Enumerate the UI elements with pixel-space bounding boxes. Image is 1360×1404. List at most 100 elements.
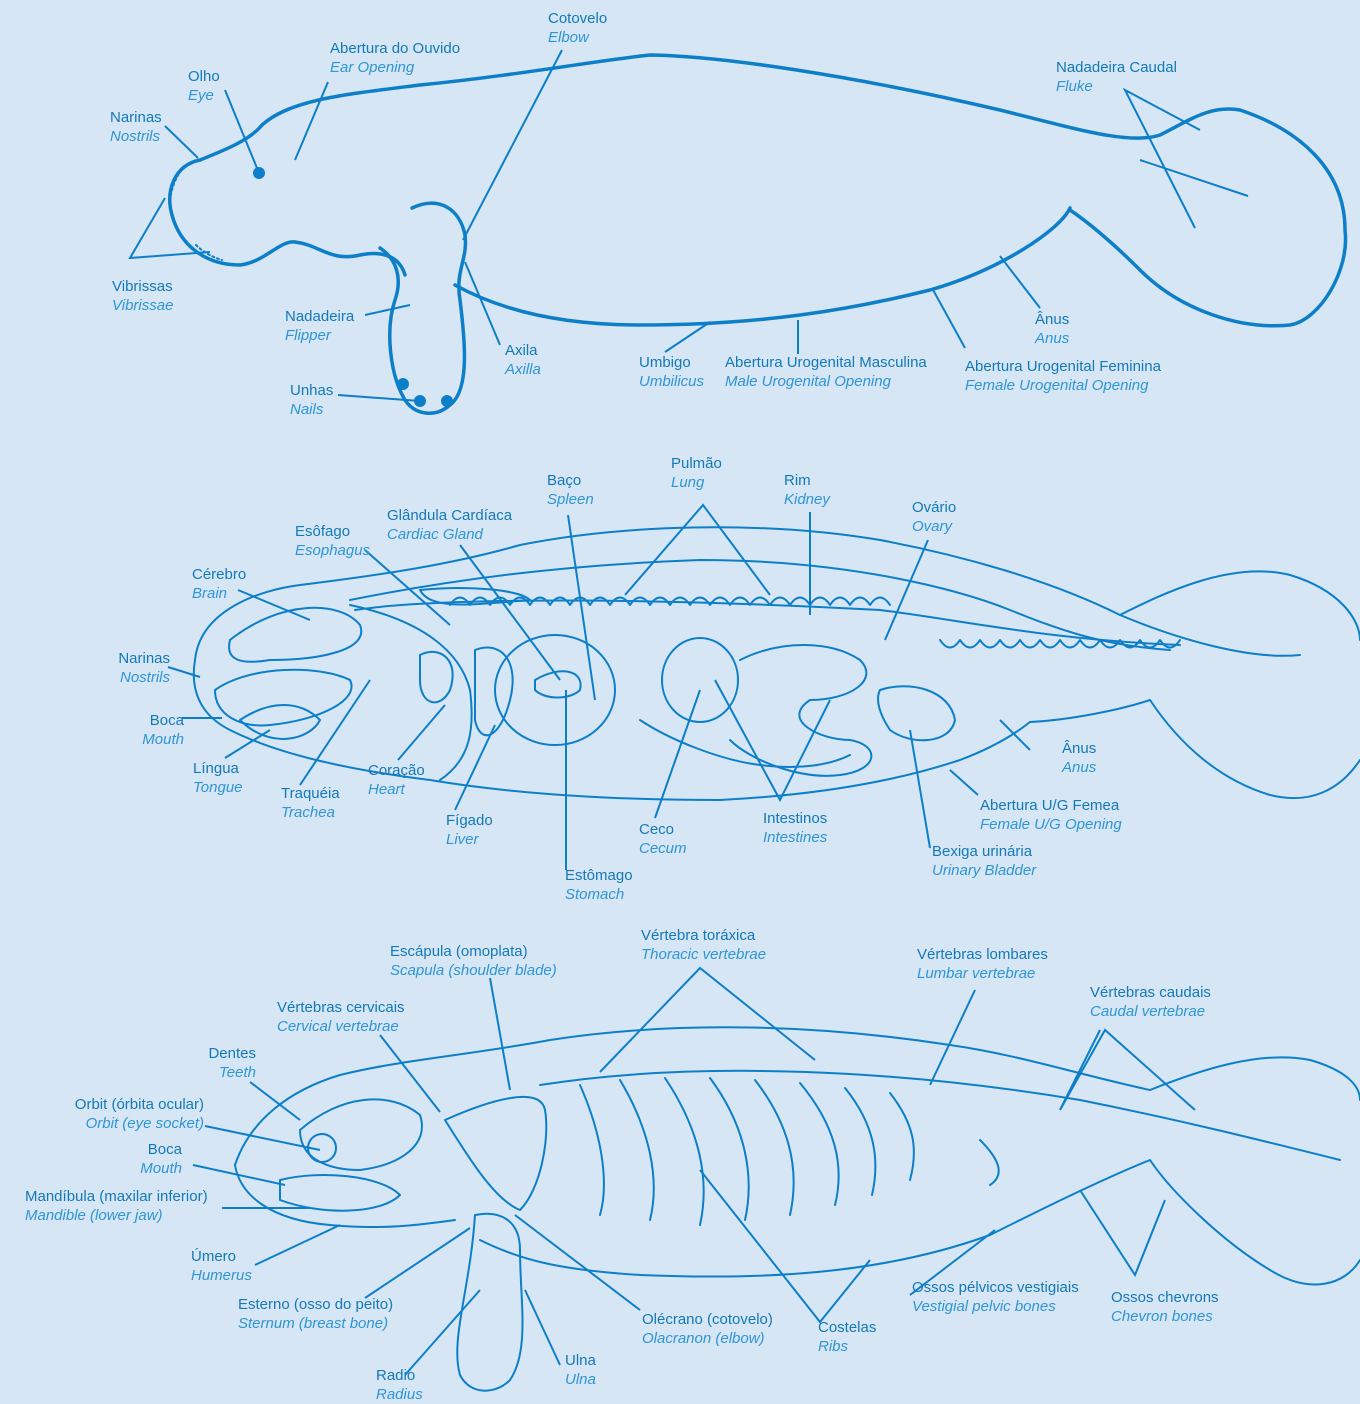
label-ovary: Ovário Ovary [912,498,956,536]
label-female-ug: Abertura U/G Femea Female U/G Opening [980,796,1122,834]
label-esophagus: Esôfago Esophagus [295,522,370,560]
label-en: Vibrissae [112,296,173,315]
label-male-urogenital: Abertura Urogenital Masculina Male Uroge… [725,353,927,391]
label-pt: Unhas [290,381,333,400]
label-pt: Coração [368,761,425,780]
label-pt: Pulmão [671,454,722,473]
label-en: Anus [1062,758,1096,777]
rib-group [580,1078,914,1225]
label-pt: Estômago [565,866,633,885]
label-en: Mouth [82,1159,182,1178]
spleen-shape [535,671,581,697]
intestines-coil-1 [730,645,871,776]
label-pt: Axila [505,341,541,360]
label-en: Tongue [193,778,243,797]
label-en: Thoracic vertebrae [641,945,766,964]
cecum-shape [662,638,738,722]
label-nostrils-ext: Narinas Nostrils [110,108,162,146]
label-en: Brain [192,584,246,603]
label-en: Stomach [565,885,633,904]
label-ulna: Ulna Ulna [565,1351,596,1389]
label-teeth: Dentes Teeth [156,1044,256,1082]
label-pt: Fígado [446,811,493,830]
label-en: Esophagus [295,541,370,560]
label-en: Ovary [912,517,956,536]
label-en: Flipper [285,326,354,345]
label-pt: Abertura do Ouvido [330,39,460,58]
label-en: Trachea [281,803,340,822]
label-cotovelo: Cotovelo Elbow [548,9,607,47]
label-pt: Olho [188,67,220,86]
label-axilla: Axila Axilla [505,341,541,379]
label-en: Male Urogenital Opening [725,372,927,391]
label-en: Nostrils [70,668,170,687]
label-humerus: Úmero Humerus [191,1247,252,1285]
label-pt: Ânus [1062,739,1096,758]
label-pt: Cotovelo [548,9,607,28]
label-pt: Vértebras lombares [917,945,1048,964]
label-fluke: Nadadeira Caudal Fluke [1056,58,1177,96]
label-olecranon: Olécrano (cotovelo) Olacranon (elbow) [642,1310,773,1348]
label-sternum: Esterno (osso do peito) Sternum (breast … [238,1295,393,1333]
label-ribs: Costelas Ribs [818,1318,876,1356]
label-en: Elbow [548,28,607,47]
external-head-lower [170,160,405,275]
tongue-shape [240,705,320,739]
label-kidney: Rim Kidney [784,471,830,509]
label-flipper: Nadadeira Flipper [285,307,354,345]
skeleton-jaw-outline [235,1165,455,1227]
label-liver: Fígado Liver [446,811,493,849]
label-pt: Narinas [110,108,162,127]
label-en: Vestigial pelvic bones [912,1297,1079,1316]
label-en: Nostrils [110,127,162,146]
label-chevron: Ossos chevrons Chevron bones [1111,1288,1219,1326]
label-trachea: Traquéia Trachea [281,784,340,822]
label-pt: Baço [547,471,594,490]
label-en: Mandible (lower jaw) [25,1206,208,1225]
label-caudal: Vértebras caudais Caudal vertebrae [1090,983,1211,1021]
label-en: Scapula (shoulder blade) [390,961,557,980]
label-pt: Ceco [639,820,687,839]
label-brain: Cérebro Brain [192,565,246,603]
label-pt: Mandíbula (maxilar inferior) [25,1187,208,1206]
label-en: Kidney [784,490,830,509]
label-anus-ext: Ânus Anus [1035,310,1069,348]
label-tongue: Língua Tongue [193,759,243,797]
label-pt: Traquéia [281,784,340,803]
label-pt: Boca [82,1140,182,1159]
label-pt: Olécrano (cotovelo) [642,1310,773,1329]
label-en: Cardiac Gland [387,525,512,544]
label-pelvic: Ossos pélvicos vestigiais Vestigial pelv… [912,1278,1079,1316]
label-orbit: Orbit (órbita ocular) Orbit (eye socket) [30,1095,204,1133]
label-eye: Olho Eye [188,67,220,105]
label-pt: Esterno (osso do peito) [238,1295,393,1314]
label-en: Cecum [639,839,687,858]
label-en: Female Urogenital Opening [965,376,1161,395]
label-radius: Radio Radius [376,1366,423,1404]
label-en: Ear Opening [330,58,460,77]
label-nostrils-int: Narinas Nostrils [70,649,170,687]
label-intestines: Intestinos Intestines [763,809,827,847]
label-en: Ribs [818,1337,876,1356]
label-cardiac-gland: Glândula Cardíaca Cardiac Gland [387,506,512,544]
label-vibrissae: Vibrissas Vibrissae [112,277,173,315]
label-en: Female U/G Opening [980,815,1122,834]
external-belly-outline [455,208,1070,325]
label-en: Liver [446,830,493,849]
label-spleen: Baço Spleen [547,471,594,509]
label-pt: Cérebro [192,565,246,584]
skeleton-body-outline [235,1027,1360,1165]
label-en: Cervical vertebrae [277,1017,405,1036]
pelvic-bone [980,1140,999,1185]
label-en: Mouth [84,730,184,749]
label-en: Lumbar vertebrae [917,964,1048,983]
label-en: Caudal vertebrae [1090,1002,1211,1021]
intestines-coil-2 [640,720,850,767]
label-pt: Orbit (órbita ocular) [30,1095,204,1114]
external-leader-lines [130,50,1248,401]
label-en: Heart [368,780,425,799]
label-pt: Abertura Urogenital Feminina [965,357,1161,376]
label-pt: Esôfago [295,522,370,541]
label-en: Urinary Bladder [932,861,1036,880]
label-ear-opening: Abertura do Ouvido Ear Opening [330,39,460,77]
